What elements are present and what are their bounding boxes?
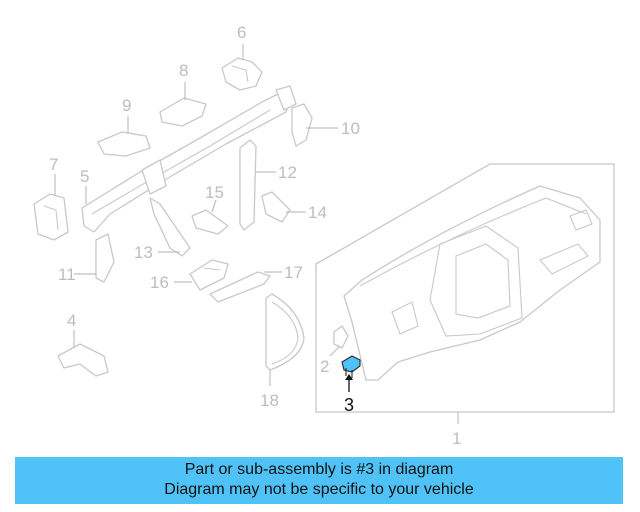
info-banner: Part or sub-assembly is #3 in diagram Di…: [15, 457, 623, 504]
part-8-bracket: 8: [159, 61, 207, 127]
instrument-panel: [343, 185, 601, 381]
banner-line-2: Diagram may not be specific to your vehi…: [164, 481, 474, 498]
callout-6: 6: [237, 23, 246, 42]
callout-9: 9: [122, 96, 131, 115]
callout-17: 17: [284, 263, 303, 282]
part-4-bracket: 4: [57, 311, 109, 377]
assembly-frame: [315, 163, 615, 413]
part-9-bracket: 9: [97, 96, 151, 157]
part-6-bracket: 6: [221, 23, 263, 91]
callout-5: 5: [80, 167, 89, 186]
part-5-cross-beam: 5: [80, 85, 297, 233]
callout-14: 14: [308, 203, 327, 222]
callout-4: 4: [67, 311, 76, 330]
part-12-brace: 12: [239, 139, 297, 231]
part-1-instrument-panel-assembly: 1: [315, 163, 615, 448]
callout-18: 18: [260, 391, 279, 410]
part-16-bracket: 16: [150, 259, 229, 292]
callout-12: 12: [278, 163, 297, 182]
part-15-bracket: 15: [191, 183, 229, 235]
callout-1: 1: [452, 429, 461, 448]
part-2-bracket: 2: [320, 325, 349, 376]
callout-15: 15: [205, 183, 224, 202]
part-7-side-bracket: 7: [33, 155, 69, 241]
parts-diagram: 6 8 9 5 10 7 11: [33, 23, 615, 448]
part-18-panel: 18: [260, 293, 305, 410]
part-17-stay: 17: [209, 263, 303, 303]
callout-13: 13: [134, 243, 153, 262]
callout-16: 16: [150, 273, 169, 292]
part-10-bracket: 10: [291, 103, 360, 147]
callout-11: 11: [58, 265, 76, 284]
callout-2: 2: [320, 357, 329, 376]
callout-8: 8: [179, 61, 188, 80]
part-13-brace: 13: [134, 197, 191, 262]
part-3-clip-highlighted: 3: [341, 355, 361, 415]
callout-7: 7: [49, 155, 58, 174]
part-11-bracket: 11: [58, 233, 115, 284]
callout-10: 10: [341, 119, 360, 138]
banner-line-1: Part or sub-assembly is #3 in diagram: [184, 461, 454, 478]
part-14-bracket: 14: [261, 191, 327, 223]
callout-3: 3: [344, 395, 354, 415]
